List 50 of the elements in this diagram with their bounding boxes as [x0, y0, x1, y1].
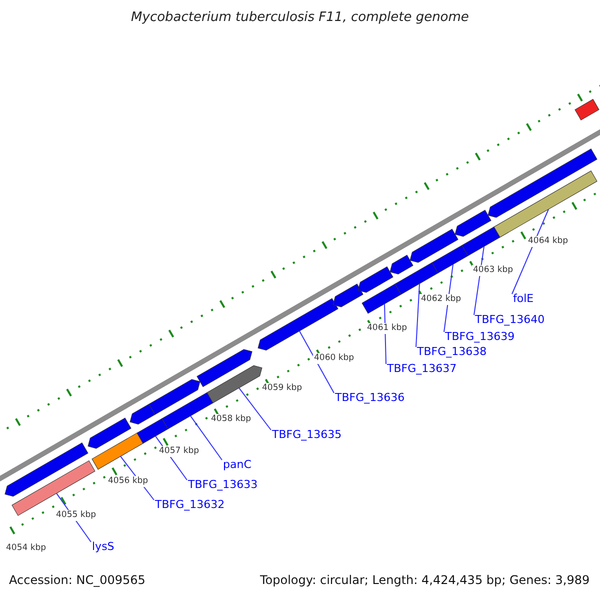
gene-label: TBFG_13639 [445, 331, 515, 342]
gene-bar [92, 432, 144, 470]
scale-label: 4058 kbp [210, 414, 252, 424]
scale-label: 4061 kbp [366, 323, 408, 334]
leader-line [238, 387, 272, 430]
gene-bar [136, 418, 168, 444]
gene-bar [462, 226, 500, 256]
gene-label: TBFG_13635 [272, 429, 342, 440]
gene-label: lysS [92, 541, 114, 552]
gene-bar [358, 266, 394, 293]
gene-bar [362, 284, 402, 314]
scale-label: 4056 kbp [107, 476, 150, 486]
scale-label: 4064 kbp [527, 236, 570, 246]
footer-text: Accession: NC_009565 [9, 574, 146, 586]
gene-bar [206, 365, 262, 404]
gene-bar [4, 442, 88, 497]
gene-label: TBFG_13636 [335, 392, 405, 403]
gene-bar [390, 254, 414, 274]
gene-bar [88, 418, 132, 449]
scale-label: 4062 kbp [420, 294, 462, 304]
leader-line [512, 208, 549, 294]
gene-bar [494, 170, 598, 238]
gene-label: TBFG_13640 [475, 314, 545, 325]
gene-bar [488, 148, 598, 218]
gene-label: TBFG_13633 [188, 479, 258, 490]
gene-bar [148, 379, 200, 415]
gene-label: TBFG_13637 [387, 363, 457, 374]
leader-line [416, 283, 420, 348]
scale-label: 4059 kbp [261, 383, 304, 394]
leader-line [299, 330, 334, 394]
gene-label: TBFG_13632 [155, 499, 225, 510]
gene-bar [410, 228, 458, 263]
gene-label: folE [513, 293, 534, 304]
scale-label: 4057 kbp [158, 446, 200, 456]
gene-bar [454, 210, 492, 237]
gene-bar [258, 298, 338, 351]
scale-label: 4054 kbp [5, 543, 48, 554]
scale-label: 4055 kbp [55, 510, 98, 520]
leader-line [190, 415, 222, 460]
footer-text: Topology: circular; Length: 4,424,435 bp; Genes: 3,989 [260, 574, 590, 586]
title: Mycobacterium tuberculosis F11, complete genome [130, 11, 470, 24]
gene-bar [332, 284, 364, 308]
gene-bar [432, 245, 468, 274]
gene-bar [196, 349, 252, 388]
gene-bar [130, 404, 156, 424]
gene-label: TBFG_13638 [417, 346, 487, 357]
gene-label: panC [223, 459, 252, 470]
scale-label: 4063 kbp [472, 265, 514, 276]
gene-bar [574, 99, 600, 120]
scale-label: 4060 kbp [313, 353, 356, 364]
